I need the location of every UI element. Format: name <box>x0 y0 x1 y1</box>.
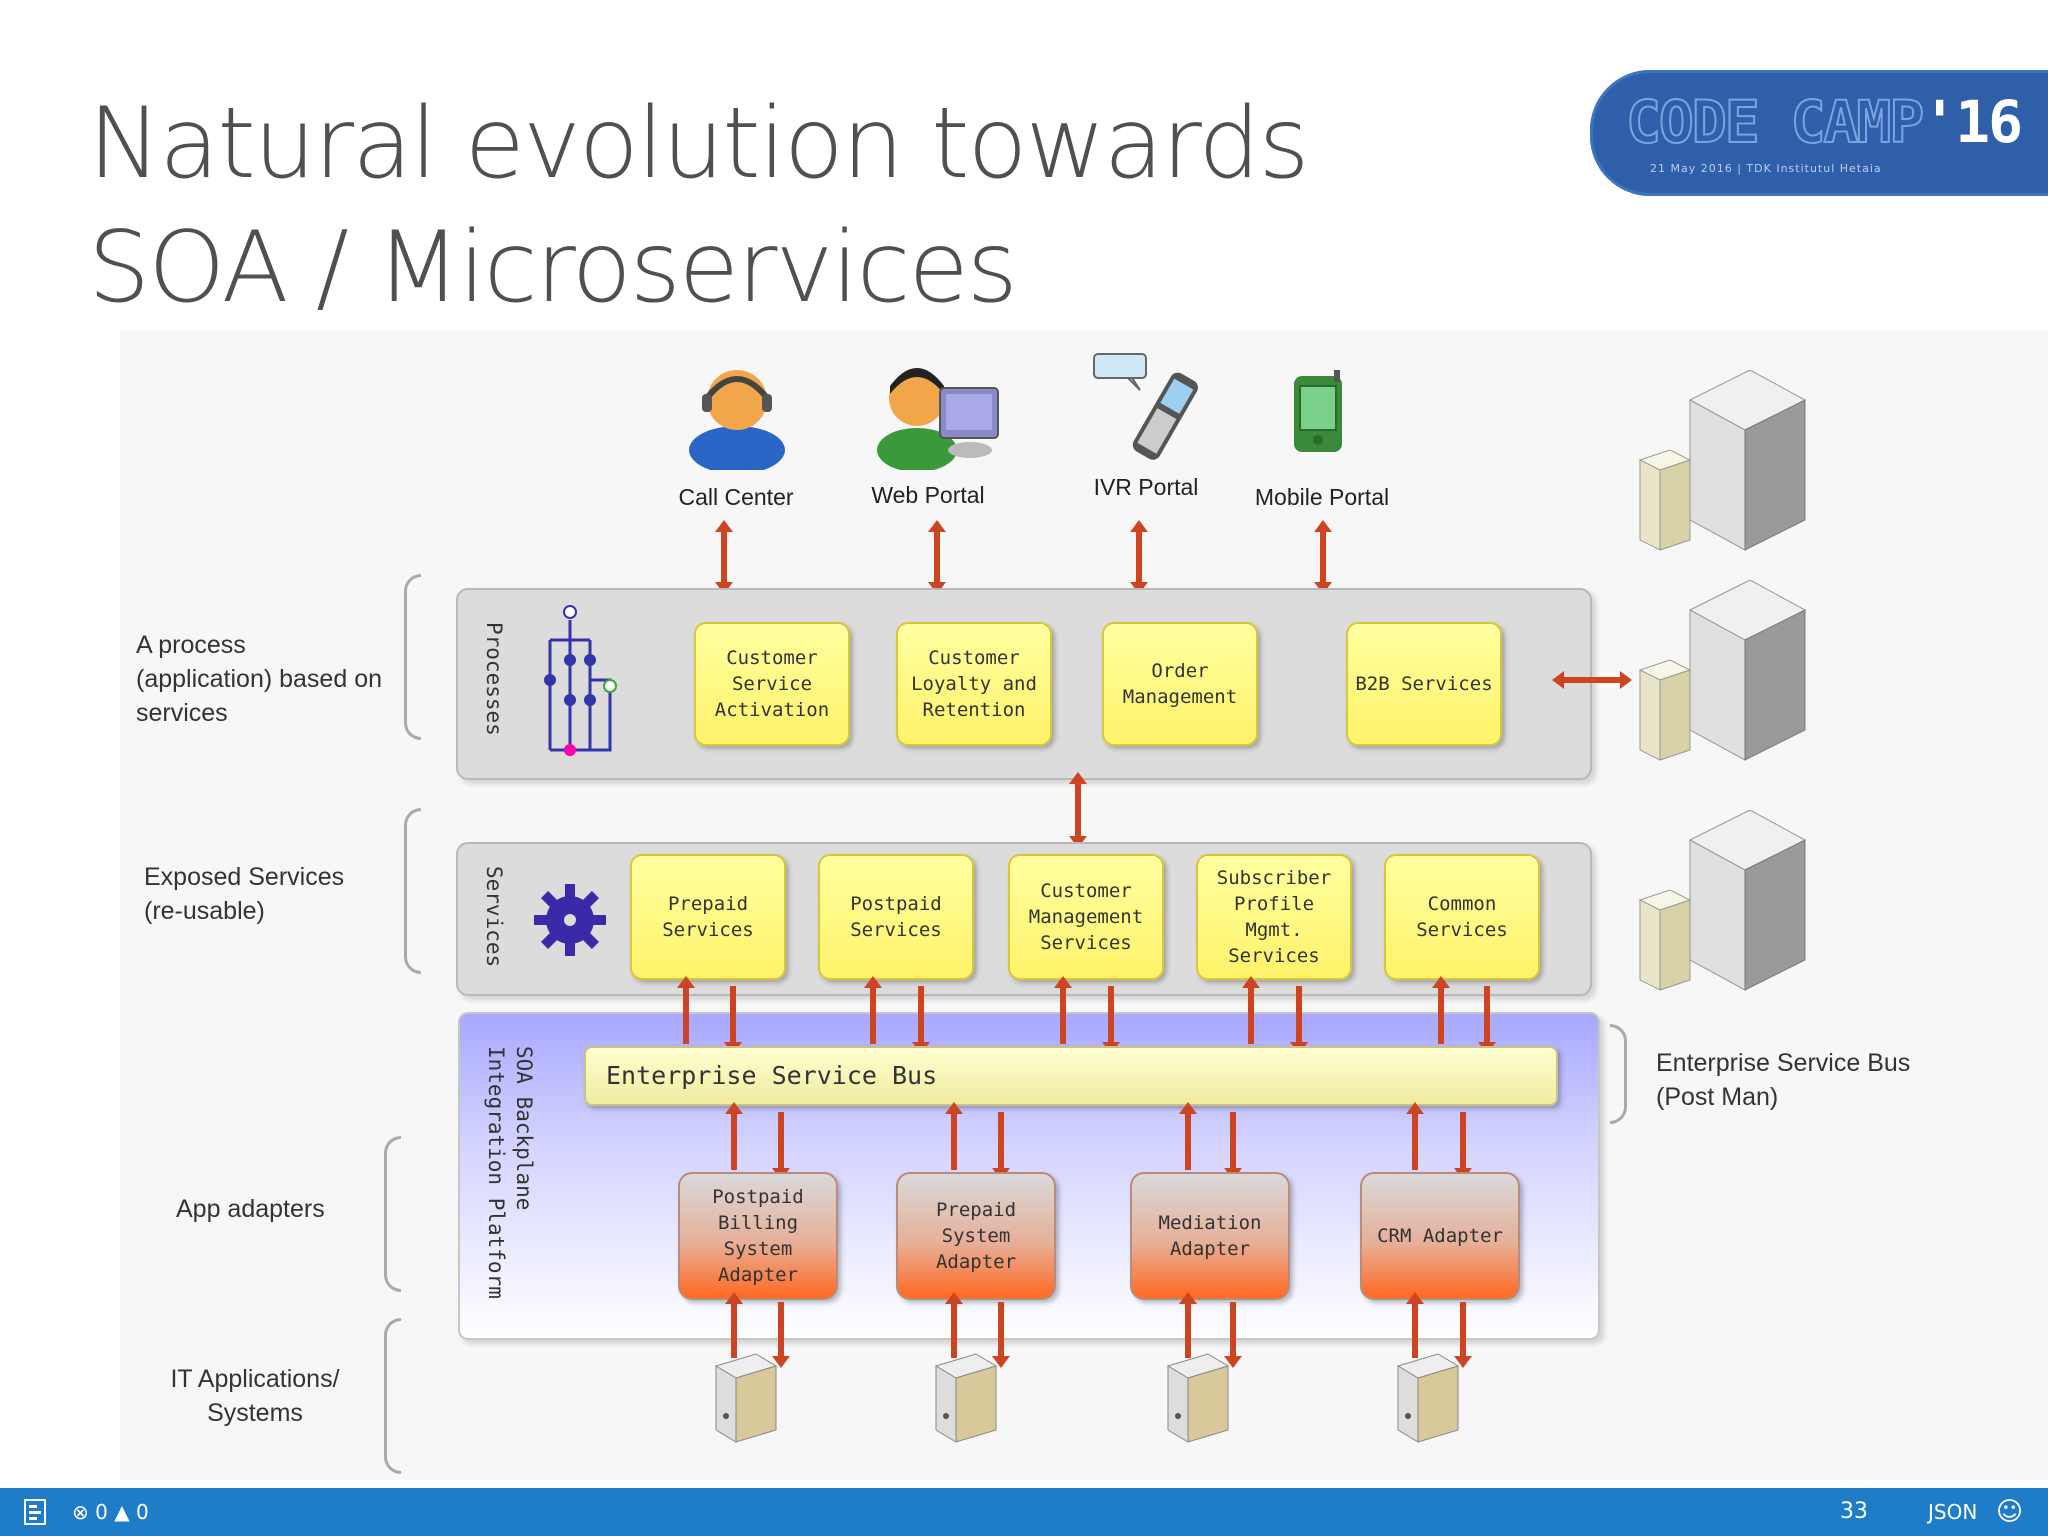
label-esb-postman: Enterprise Service Bus (Post Man) <box>1656 1049 1911 1111</box>
svc-esb-arrow <box>724 986 742 1054</box>
code-camp-logo: CODE CAMP'16 21 May 2016 | TDK Institutu… <box>1590 70 2048 196</box>
brace-esb <box>1610 1024 1627 1124</box>
esb-adapter-arrow <box>772 1112 790 1180</box>
channel-label-mobile-portal: Mobile Portal <box>1254 484 1390 510</box>
svc-esb-arrow <box>677 976 695 1044</box>
channel-arrow-2 <box>928 520 946 594</box>
workflow-icon <box>544 605 617 756</box>
b2b-arrow <box>1552 671 1632 689</box>
service-common: Common Services <box>1384 854 1540 980</box>
call-center-person-icon <box>689 370 785 470</box>
adapter-system-arrow <box>725 1292 743 1358</box>
adapter-crm: CRM Adapter <box>1360 1172 1520 1300</box>
building-server-icon <box>1638 370 1807 551</box>
brace-services <box>404 808 421 974</box>
esb-adapter-arrow <box>1406 1102 1424 1170</box>
adapter-system-arrow <box>992 1302 1010 1368</box>
esb-adapter-arrow <box>1224 1112 1242 1180</box>
svc-esb-arrow <box>1102 986 1120 1054</box>
adapter-system-arrow <box>772 1302 790 1368</box>
esb-adapter-arrow <box>945 1102 963 1170</box>
svc-esb-arrow <box>1478 986 1496 1054</box>
logo-text-year: '16 <box>1922 88 2023 156</box>
adapter-system-arrow <box>945 1292 963 1358</box>
language-mode[interactable]: JSON <box>1928 1500 1978 1524</box>
warning-icon: ▲ <box>114 1500 130 1524</box>
adapter-system-arrow <box>1224 1302 1242 1368</box>
svc-esb-arrow <box>1242 976 1260 1044</box>
service-subscriber-profile: Subscriber Profile Mgmt. Services <box>1196 854 1352 980</box>
svc-esb-arrow <box>1432 976 1450 1044</box>
channel-label-web-portal: Web Portal <box>871 482 985 508</box>
server-icon <box>714 1353 778 1443</box>
error-icon: ⊗ <box>72 1500 89 1524</box>
processes-layer-label: Processes <box>482 622 506 736</box>
server-icon <box>1396 1353 1460 1443</box>
enterprise-service-bus: Enterprise Service Bus <box>584 1046 1558 1106</box>
process-order-management: Order Management <box>1102 622 1258 746</box>
channel-arrow-4 <box>1314 520 1332 594</box>
service-customer-management: Customer Management Services <box>1008 854 1164 980</box>
label-processes: A process (application) based on service… <box>136 631 382 727</box>
channel-label-ivr-portal: IVR Portal <box>1093 474 1199 500</box>
svc-esb-arrow <box>864 976 882 1044</box>
status-bar: ⊗ 0 ▲ 0 33 JSON ☺ <box>0 1488 2048 1536</box>
channel-arrow-3 <box>1130 520 1148 594</box>
svc-esb-arrow <box>1054 976 1072 1044</box>
brace-it-apps <box>384 1318 401 1474</box>
logo-wordmark: CODE CAMP'16 <box>1625 87 2023 157</box>
error-count: 0 <box>95 1500 108 1524</box>
logo-text-main: CODE CAMP <box>1625 87 1925 157</box>
brace-processes <box>404 574 421 740</box>
title-line-2: SOA / Microservices <box>88 211 1018 325</box>
esb-adapter-arrow <box>1179 1102 1197 1170</box>
adapter-prepaid-system: Prepaid System Adapter <box>896 1172 1056 1300</box>
esb-adapter-arrow <box>992 1112 1010 1180</box>
process-b2b-services: B2B Services <box>1346 622 1502 746</box>
feedback-smiley-icon[interactable]: ☺ <box>1996 1497 2024 1527</box>
process-service-arrow <box>1069 772 1087 848</box>
building-server-icon <box>1638 580 1807 761</box>
adapter-mediation: Mediation Adapter <box>1130 1172 1290 1300</box>
brace-adapters <box>384 1136 401 1292</box>
label-app-adapters: App adapters <box>176 1195 325 1223</box>
pda-icon <box>1294 370 1342 452</box>
adapter-system-arrow <box>1406 1292 1424 1358</box>
building-server-icon <box>1638 810 1807 991</box>
svc-esb-arrow <box>1290 986 1308 1054</box>
esb-adapter-arrow <box>725 1102 743 1170</box>
process-customer-loyalty: Customer Loyalty and Retention <box>896 622 1052 746</box>
warning-count: 0 <box>135 1500 149 1524</box>
channel-label-call-center: Call Center <box>678 484 794 510</box>
label-it-apps: IT Applications/ Systems <box>170 1365 340 1427</box>
phone-icon <box>1093 353 1198 460</box>
slide-title: Natural evolution towards SOA / Microser… <box>88 82 1388 330</box>
label-exposed-services: Exposed Services (re-usable) <box>144 863 345 925</box>
web-user-icon <box>877 368 999 470</box>
title-line-1: Natural evolution towards <box>88 87 1310 201</box>
backplane-layer-label: SOA Backplane Integration Platform <box>484 1046 536 1299</box>
svc-esb-arrow <box>912 986 930 1054</box>
server-icon <box>1166 1353 1230 1443</box>
problems-indicator[interactable]: ⊗ 0 ▲ 0 <box>72 1488 149 1536</box>
esb-adapter-arrow <box>1454 1112 1472 1180</box>
adapter-system-arrow <box>1454 1302 1472 1368</box>
adapter-postpaid-billing: Postpaid Billing System Adapter <box>678 1172 838 1300</box>
services-layer-label: Services <box>482 866 506 968</box>
process-customer-service-activation: Customer Service Activation <box>694 622 850 746</box>
remote-icon[interactable] <box>24 1488 46 1536</box>
adapter-system-arrow <box>1179 1292 1197 1358</box>
logo-subtitle: 21 May 2016 | TDK Institutul Hetaia <box>1650 162 1882 175</box>
gear-icon <box>534 884 606 956</box>
page-number[interactable]: 33 <box>1840 1499 1868 1524</box>
service-postpaid: Postpaid Services <box>818 854 974 980</box>
service-prepaid: Prepaid Services <box>630 854 786 980</box>
channel-arrow-1 <box>715 520 733 594</box>
server-icon <box>934 1353 998 1443</box>
